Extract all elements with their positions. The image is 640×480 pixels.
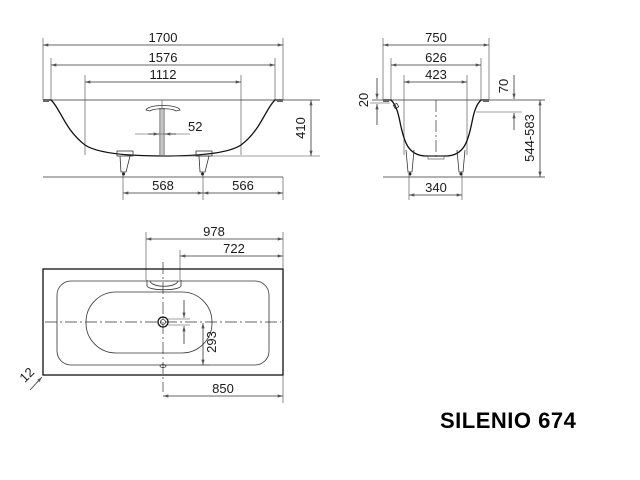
end-view: 750 626 423 340 20 70	[356, 30, 545, 200]
dim-inner-rim-length: 1576	[149, 50, 178, 65]
dim-rim-thickness: 20	[356, 93, 371, 107]
dim-bottom-length: 1112	[150, 67, 177, 82]
dim-height-range: 544-583	[522, 114, 537, 162]
foot-right	[195, 150, 213, 176]
dim-overall-width: 750	[425, 30, 447, 45]
dim-foot-spacing-left: 568	[152, 178, 174, 193]
side-view: 1700 1576 1112 52	[42, 30, 320, 200]
dim-rim-offset: 70	[496, 79, 511, 93]
dim-corner-radius: 12	[16, 364, 37, 385]
product-title: SILENIO 674	[440, 408, 577, 433]
dim-height: 410	[293, 117, 308, 139]
dim-centerline-to-end: 850	[212, 381, 234, 396]
dim-drain-to-end: 978	[203, 224, 225, 239]
dim-drain-width: 52	[188, 119, 202, 134]
dim-foot-spacing-right: 566	[232, 178, 254, 193]
dim-handle-to-end: 722	[223, 241, 245, 256]
top-view: 978 722 293 850 12	[16, 224, 284, 403]
dim-bottom-width: 423	[425, 67, 447, 82]
dim-foot-spacing: 340	[425, 180, 447, 195]
dim-inner-rim-width: 626	[425, 50, 447, 65]
dim-drain-offset: 293	[204, 331, 219, 353]
dim-overall-length: 1700	[149, 30, 178, 45]
